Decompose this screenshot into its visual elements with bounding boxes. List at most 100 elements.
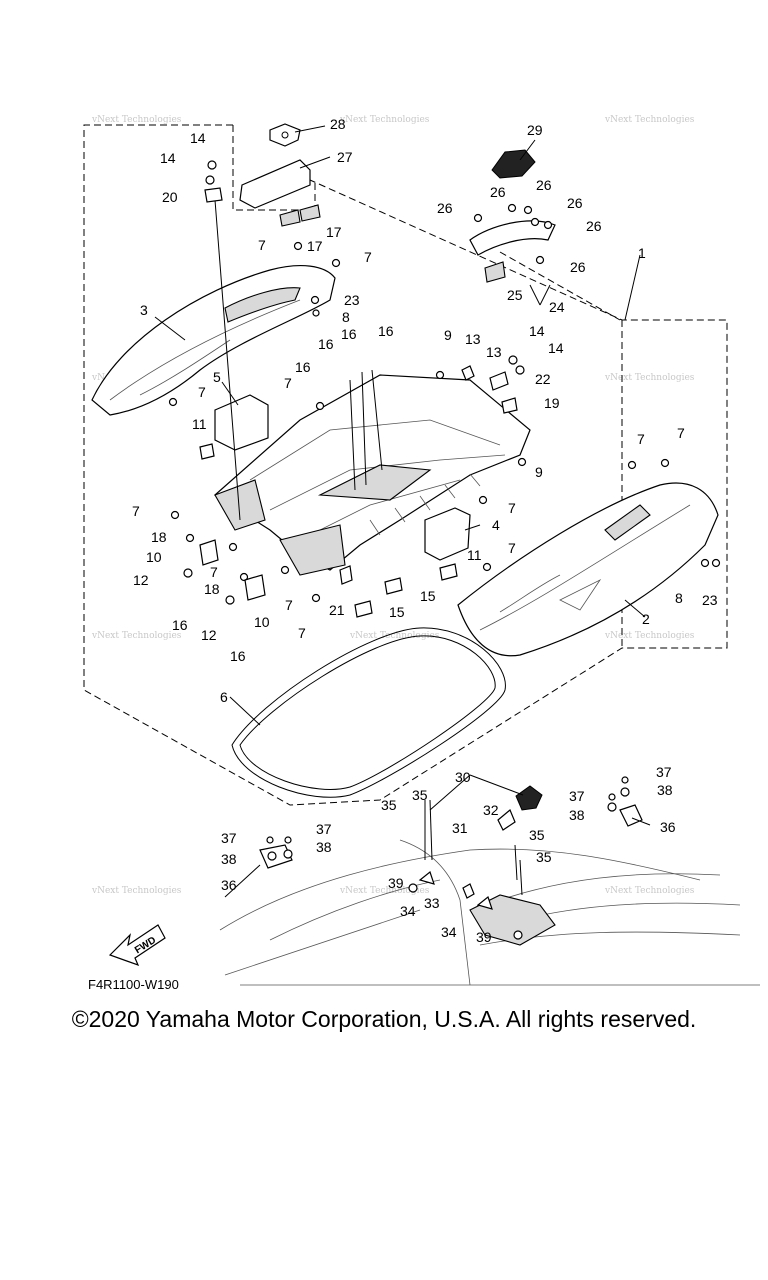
callout-10: 10 (146, 549, 162, 565)
callout-26: 26 (586, 218, 602, 234)
callout-19: 19 (544, 395, 560, 411)
callout-38: 38 (569, 807, 585, 823)
callout-11: 11 (192, 416, 207, 432)
callout-30: 30 (455, 769, 471, 785)
watermark: vNext Technologies (604, 886, 695, 896)
watermark: vNext Technologies (339, 115, 430, 125)
parts-diagram: vNext Technologies vNext Technologies vN… (83, 115, 760, 986)
callout-14: 14 (190, 130, 206, 146)
callout-34: 34 (400, 903, 416, 919)
callout-16: 16 (295, 359, 311, 375)
diagram-code: F4R1100-W190 (88, 977, 179, 992)
callout-7: 7 (210, 564, 218, 580)
foam-blocks (214, 394, 471, 561)
callout-24: 24 (549, 299, 565, 315)
callout-25: 25 (507, 287, 523, 303)
callout-7: 7 (637, 431, 645, 447)
callout-37: 37 (656, 764, 672, 780)
callout-27: 27 (337, 149, 353, 165)
copyright-text: ©2020 Yamaha Motor Corporation, U.S.A. A… (71, 1006, 697, 1032)
callout-31: 31 (452, 820, 468, 836)
callout-18: 18 (151, 529, 167, 545)
watermark: vNext Technologies (91, 886, 182, 896)
watermark: vNext Technologies (91, 631, 182, 641)
callout-34: 34 (441, 924, 457, 940)
watermark: vNext Technologies (91, 115, 182, 125)
callout-6: 6 (220, 689, 228, 705)
callout-7: 7 (508, 540, 516, 556)
callout-38: 38 (316, 839, 332, 855)
callout-16: 16 (378, 323, 394, 339)
callout-10: 10 (254, 614, 270, 630)
watermark: vNext Technologies (339, 886, 430, 896)
callout-35: 35 (536, 849, 552, 865)
callout-16: 16 (230, 648, 246, 664)
part-2-right-cover (457, 482, 719, 657)
callout-1: 1 (638, 245, 646, 261)
callout-16: 16 (318, 336, 334, 352)
callout-14: 14 (529, 323, 545, 339)
callout-8: 8 (675, 590, 683, 606)
callout-7: 7 (258, 237, 266, 253)
callout-37: 37 (316, 821, 332, 837)
callout-35: 35 (412, 787, 428, 803)
callout-26: 26 (567, 195, 583, 211)
callout-26: 26 (570, 259, 586, 275)
callout-14: 14 (548, 340, 564, 356)
callout-37: 37 (569, 788, 585, 804)
callout-28: 28 (330, 116, 346, 132)
callout-29: 29 (527, 122, 543, 138)
callout-2: 2 (642, 611, 650, 627)
callout-26: 26 (536, 177, 552, 193)
fwd-arrow-icon: FWD (108, 924, 166, 967)
callout-35: 35 (381, 797, 397, 813)
callout-7: 7 (198, 384, 206, 400)
callout-26: 26 (437, 200, 453, 216)
deck-tray (214, 369, 531, 576)
callout-36: 36 (660, 819, 676, 835)
part-29-cap (491, 149, 536, 179)
callout-13: 13 (465, 331, 481, 347)
callout-15: 15 (389, 604, 405, 620)
callout-14: 14 (160, 150, 176, 166)
callout-23: 23 (702, 592, 718, 608)
callout-17: 17 (307, 238, 323, 254)
watermark: vNext Technologies (349, 631, 440, 641)
callout-7: 7 (677, 425, 685, 441)
callout-4: 4 (492, 517, 500, 533)
callout-18: 18 (204, 581, 220, 597)
callout-22: 22 (535, 371, 551, 387)
leader-lines (154, 125, 651, 898)
callout-36: 36 (221, 877, 237, 893)
callout-38: 38 (221, 851, 237, 867)
assembly-outline (83, 124, 728, 806)
callout-13: 13 (486, 344, 502, 360)
callout-7: 7 (364, 249, 372, 265)
callout-32: 32 (483, 802, 499, 818)
callout-7: 7 (285, 597, 293, 613)
callout-16: 16 (172, 617, 188, 633)
callout-3: 3 (140, 302, 148, 318)
part-3-left-cover (91, 265, 336, 416)
callout-12: 12 (201, 627, 217, 643)
callout-26: 26 (490, 184, 506, 200)
callout-16: 16 (341, 326, 357, 342)
callout-numbers: 1 2 3 4 5 6 7 7 7 7 7 7 7 7 7 7 7 7 8 8 … (132, 116, 718, 945)
callout-5: 5 (213, 369, 221, 385)
callout-11: 11 (467, 547, 482, 563)
callout-37: 37 (221, 830, 237, 846)
callout-7: 7 (298, 625, 306, 641)
callout-39: 39 (388, 875, 404, 891)
fasteners (168, 160, 721, 940)
callout-38: 38 (657, 782, 673, 798)
callout-7: 7 (284, 375, 292, 391)
watermark: vNext Technologies (604, 373, 695, 383)
watermark: vNext Technologies (604, 115, 695, 125)
part-24-26-bracket (469, 220, 556, 283)
callout-23: 23 (344, 292, 360, 308)
callout-9: 9 (444, 327, 452, 343)
callout-15: 15 (420, 588, 436, 604)
callout-8: 8 (342, 309, 350, 325)
callout-7: 7 (508, 500, 516, 516)
callout-33: 33 (424, 895, 440, 911)
